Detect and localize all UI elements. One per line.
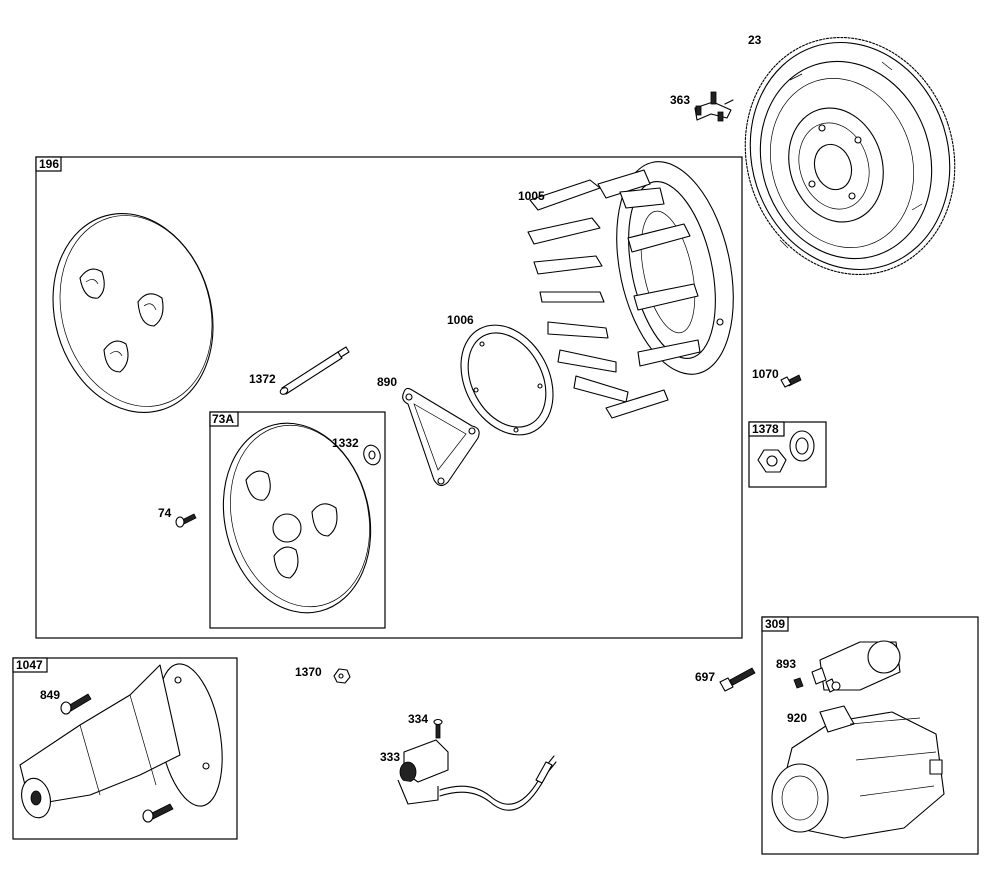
starter-920-drawing[interactable] (771, 705, 945, 839)
callout-920: 920 (787, 711, 807, 725)
adapter-1047-drawing[interactable] (18, 659, 232, 821)
group-309[interactable]: 309 (761, 616, 979, 855)
bolt-1047-lower-drawing[interactable] (142, 803, 174, 823)
group-73a[interactable]: 73A (209, 411, 386, 629)
callout-74: 74 (158, 506, 172, 520)
bolt-849-drawing[interactable] (60, 693, 92, 715)
group-1378-label: 1378 (752, 422, 779, 436)
callout-363: 363 (670, 93, 690, 107)
disc-196-drawing[interactable] (30, 194, 236, 431)
disc-73a-drawing[interactable] (204, 407, 390, 628)
screw-1370-drawing[interactable] (333, 668, 351, 684)
callout-333: 333 (380, 750, 400, 764)
washer-1332-drawing[interactable] (361, 443, 383, 467)
callout-1370: 1370 (295, 665, 322, 679)
fan-1005-drawing[interactable] (527, 151, 751, 419)
pin-1372-drawing[interactable] (279, 346, 350, 396)
callout-1070: 1070 (752, 367, 779, 381)
screw-334-drawing[interactable] (433, 718, 443, 739)
callout-890: 890 (377, 375, 397, 389)
callout-1332: 1332 (332, 436, 359, 450)
bracket-890-drawing[interactable] (402, 387, 480, 487)
group-1047-label: 1047 (16, 658, 43, 672)
callout-849: 849 (40, 688, 60, 702)
bracket-363-drawing[interactable] (694, 91, 734, 122)
group-73a-label: 73A (212, 412, 234, 426)
bolt-1070-drawing[interactable] (780, 374, 802, 388)
group-1047[interactable]: 1047 (12, 657, 238, 840)
callout-1372: 1372 (249, 372, 276, 386)
coil-333-drawing[interactable] (397, 739, 557, 811)
callout-1006: 1006 (447, 313, 474, 327)
callout-697: 697 (695, 670, 715, 684)
group-1378[interactable]: 1378 (748, 421, 827, 488)
solenoid-893-drawing[interactable] (793, 640, 901, 693)
group-196-label: 196 (39, 157, 59, 171)
callout-1005: 1005 (518, 189, 545, 203)
group-196[interactable]: 196 (35, 156, 743, 639)
callout-334: 334 (408, 712, 428, 726)
nut-washer-1378-drawing[interactable] (757, 430, 815, 473)
screw-74-drawing[interactable] (175, 513, 197, 528)
callout-23: 23 (748, 33, 762, 47)
callout-893: 893 (776, 657, 796, 671)
bolt-697-drawing[interactable] (719, 667, 756, 692)
ring-1006-drawing[interactable] (443, 309, 572, 451)
flywheel-drawing[interactable] (715, 10, 985, 302)
group-309-label: 309 (765, 617, 785, 631)
